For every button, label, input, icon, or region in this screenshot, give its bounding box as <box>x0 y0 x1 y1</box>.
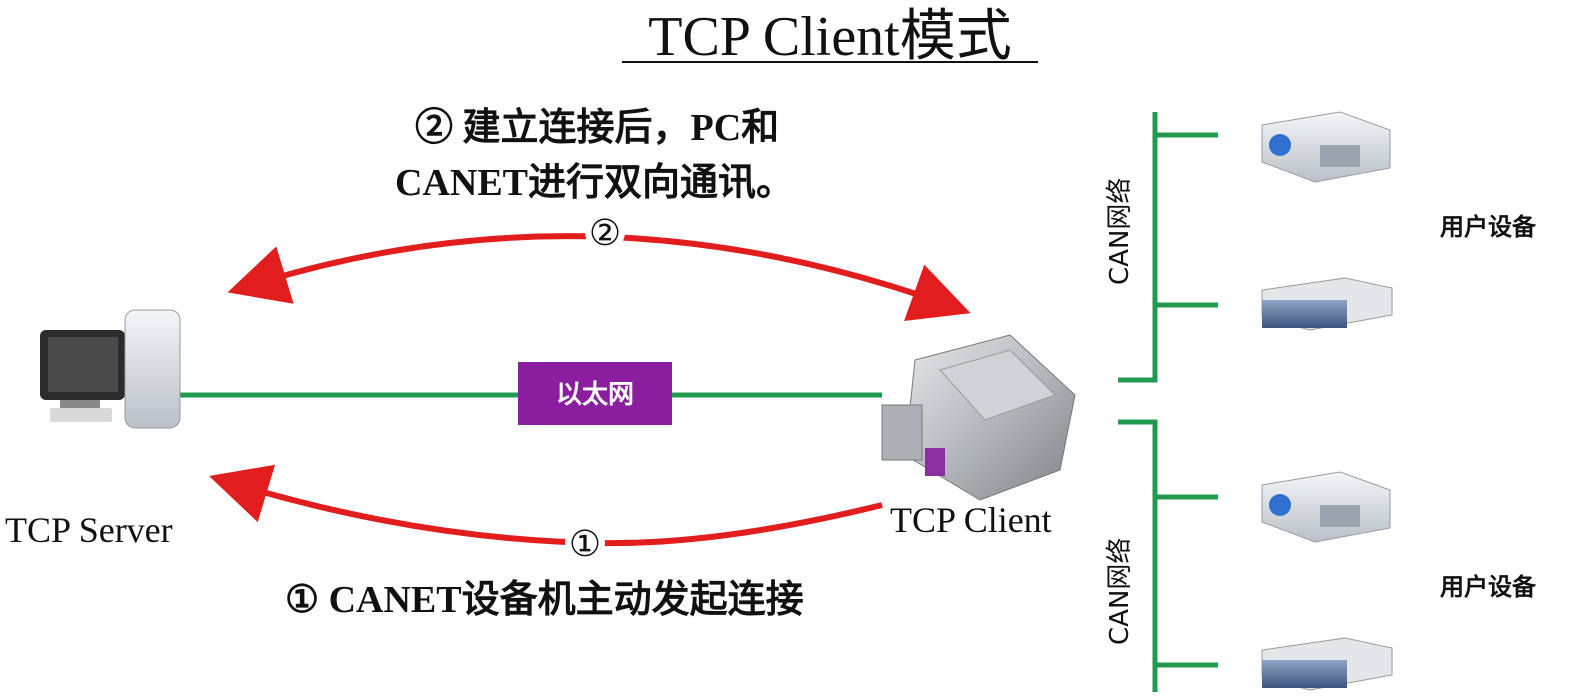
step2-text-line2: CANET进行双向通讯。 <box>395 162 794 204</box>
server-label: TCP Server <box>5 510 173 550</box>
ethernet-box <box>518 362 672 425</box>
canet-device-icon <box>881 334 1076 501</box>
can-network-label-1: CAN网络 <box>1105 178 1135 285</box>
can-bus-1 <box>1118 112 1218 383</box>
connect-arrow <box>209 464 883 547</box>
can-bus-2 <box>1118 419 1218 692</box>
user-devices-label-1: 用户设备 <box>1440 213 1537 241</box>
network-switch-icon <box>1261 277 1393 331</box>
projector-icon <box>1261 471 1391 543</box>
user-devices-label-2: 用户设备 <box>1440 573 1537 601</box>
computer-icon <box>40 309 181 429</box>
step1-text: ① CANET设备机主动发起连接 <box>285 579 804 621</box>
client-label: TCP Client <box>890 500 1052 540</box>
projector-icon <box>1261 111 1391 183</box>
step1-marker-bg <box>565 523 605 563</box>
step2-marker-bg <box>585 212 625 252</box>
network-switch-icon <box>1261 637 1393 691</box>
diagram-title: TCP Client模式 <box>648 6 1012 68</box>
can-network-label-2: CAN网络 <box>1105 538 1135 645</box>
step2-marker: ② <box>589 213 621 254</box>
ethernet-label: 以太网 <box>556 380 634 410</box>
step1-marker: ① <box>569 524 601 565</box>
step2-text-line1: ② 建立连接后，PC和 <box>415 107 779 149</box>
